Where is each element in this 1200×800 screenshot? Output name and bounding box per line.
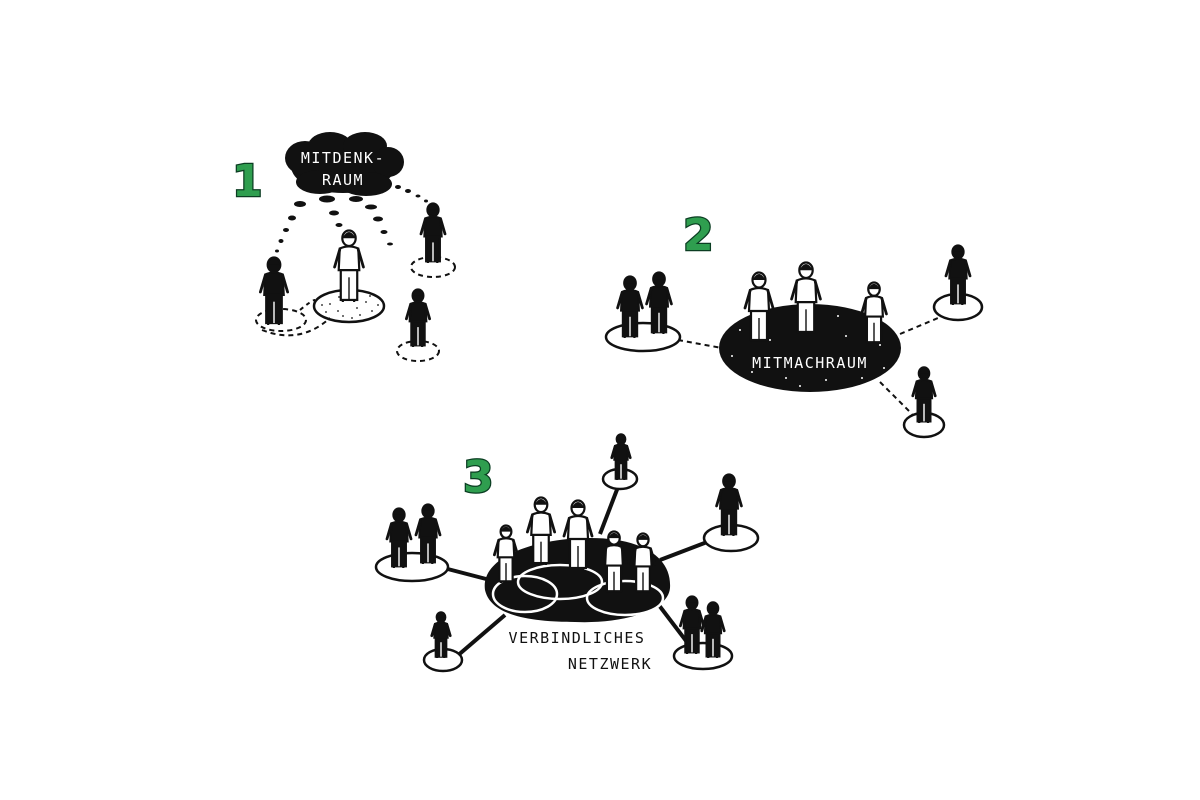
person-left-a-2 [616, 275, 644, 338]
section-1-platforms [255, 256, 456, 362]
person-core-d-3 [600, 530, 628, 593]
mitmachraum-label: MITMACHRAUM [752, 354, 868, 372]
person-right-top-1 [419, 202, 447, 263]
mitdenkraum-cloud [285, 132, 404, 196]
person-core-a-3 [526, 496, 556, 565]
person-left-b-3 [414, 503, 442, 564]
section-1-number: 1 [232, 156, 263, 207]
section-1: 1 MITDENK- RAUM [231, 132, 456, 362]
person-center-b-2 [790, 261, 822, 334]
section-3-subgroups [491, 563, 665, 617]
netzwerk-platform [484, 538, 671, 623]
mitdenkraum-label-line-1: MITDENK- [301, 149, 385, 167]
person-right-top-2 [944, 244, 972, 305]
people-layer [259, 202, 972, 658]
person-core-c-3 [493, 524, 519, 583]
section-2-number: 2 [683, 210, 714, 261]
person-center-c-2 [860, 281, 888, 344]
person-center-1 [333, 229, 365, 302]
person-right-bottom-1 [405, 288, 431, 347]
person-left-a-3 [385, 507, 413, 568]
person-bottom-right-b-3 [700, 601, 726, 658]
person-right-bottom-2 [911, 366, 937, 423]
section-2-side-platforms [604, 292, 984, 439]
person-left-b-2 [645, 271, 673, 334]
section-2-connectors [677, 317, 939, 415]
cloud-trail-dots [275, 185, 428, 253]
person-center-a-2 [743, 271, 775, 342]
person-core-e-3 [629, 532, 657, 593]
person-bottom-left-3 [430, 611, 452, 658]
netzwerk-label-line-1: VERBINDLICHES [509, 629, 646, 647]
section-3-number: 3 [463, 452, 494, 503]
person-right-3 [715, 473, 743, 536]
person-core-b-3 [562, 499, 594, 570]
person-top-3 [610, 433, 632, 480]
netzwerk-label-line-2: NETZWERK [568, 655, 652, 673]
mitdenkraum-label-line-2: RAUM [322, 171, 364, 189]
person-left-1 [259, 256, 289, 325]
